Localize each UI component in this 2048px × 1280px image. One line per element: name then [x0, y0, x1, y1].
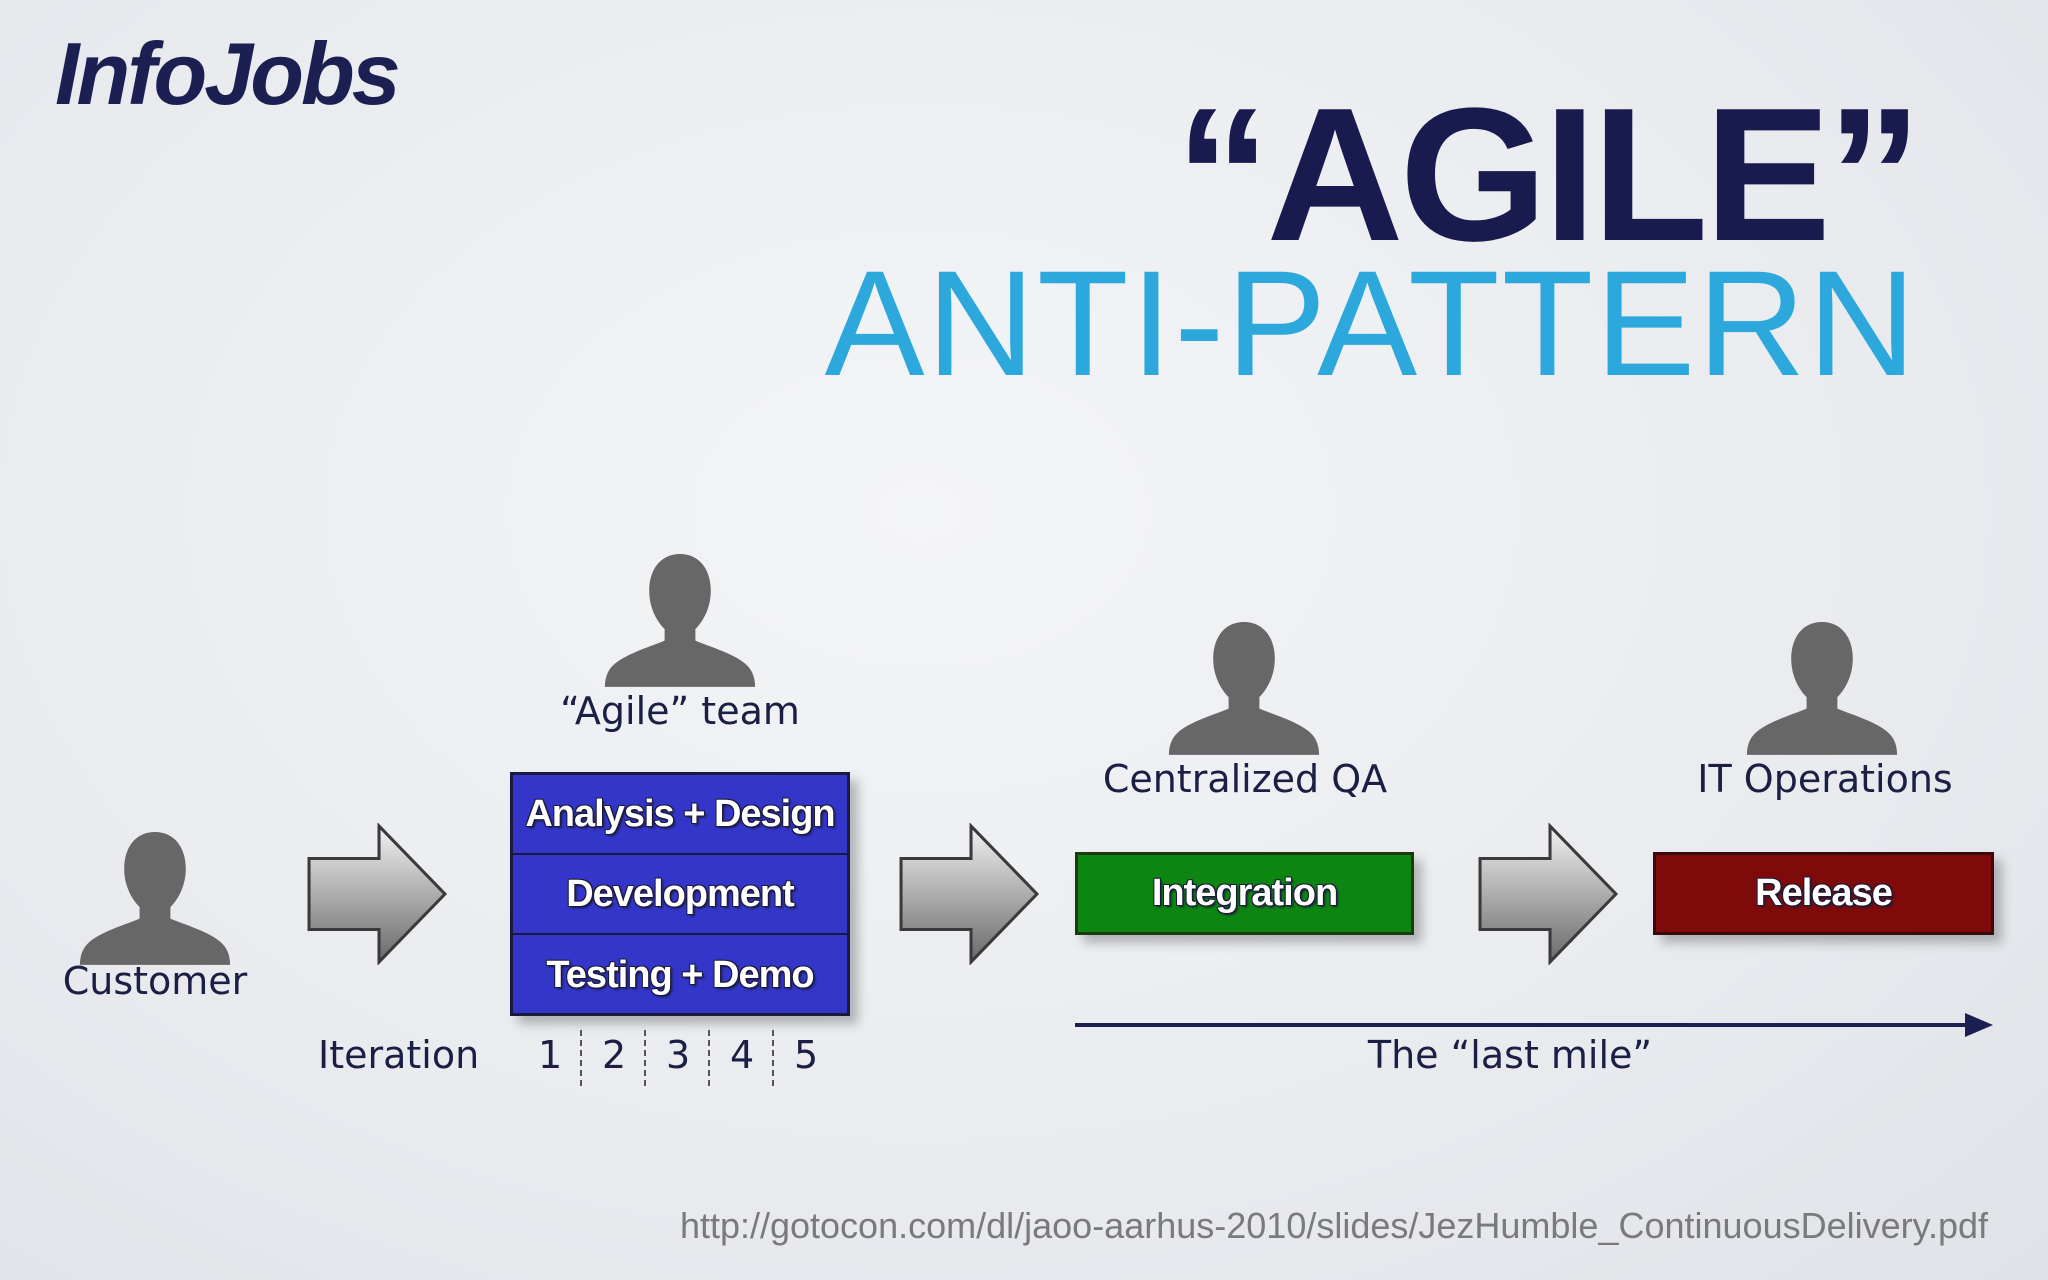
- release-box: Release: [1653, 852, 1994, 935]
- it-operations-person-icon: [1745, 620, 1899, 755]
- slide-subtitle: ANTI-PATTERN: [824, 239, 1918, 407]
- customer-person-icon: [78, 830, 232, 965]
- it-operations-label: IT Operations: [1697, 757, 1953, 801]
- iteration-number: 5: [794, 1033, 819, 1077]
- iteration-divider: [772, 1030, 774, 1086]
- arrow-right-icon: [306, 823, 448, 965]
- agile-team-person-icon: [603, 552, 757, 687]
- customer-label: Customer: [62, 959, 248, 1003]
- qa-person-icon: [1167, 620, 1321, 755]
- iteration-number: 3: [666, 1033, 691, 1077]
- source-url: http://gotocon.com/dl/jaoo-aarhus-2010/s…: [679, 1205, 1988, 1246]
- analysis-design-box: Analysis + Design: [513, 775, 847, 855]
- iteration-divider: [644, 1030, 646, 1086]
- arrow-right-icon: [1477, 823, 1619, 965]
- iteration-number: 2: [602, 1033, 627, 1077]
- iteration-number: 1: [538, 1033, 563, 1077]
- centralized-qa-label: Centralized QA: [1102, 757, 1388, 801]
- integration-box: Integration: [1075, 852, 1414, 935]
- iteration-divider: [708, 1030, 710, 1086]
- infojobs-logo: InfoJobs: [55, 24, 401, 123]
- last-mile-label: The “last mile”: [1367, 1033, 1653, 1077]
- testing-demo-box: Testing + Demo: [546, 953, 814, 996]
- development-box: Development: [513, 855, 847, 935]
- iteration-number: 4: [730, 1033, 755, 1077]
- slide-title: “AGILE”: [1175, 69, 1922, 281]
- agile-team-label: “Agile” team: [560, 689, 800, 733]
- iteration-label: Iteration: [318, 1033, 480, 1077]
- iteration-numbers: 1 2 3 4 5: [530, 1030, 830, 1086]
- iteration-divider: [580, 1030, 582, 1086]
- last-mile-arrow: [1075, 1013, 1993, 1037]
- agile-team-activities: Analysis + Design Development Testing + …: [510, 772, 850, 1016]
- arrow-right-icon: [898, 823, 1040, 965]
